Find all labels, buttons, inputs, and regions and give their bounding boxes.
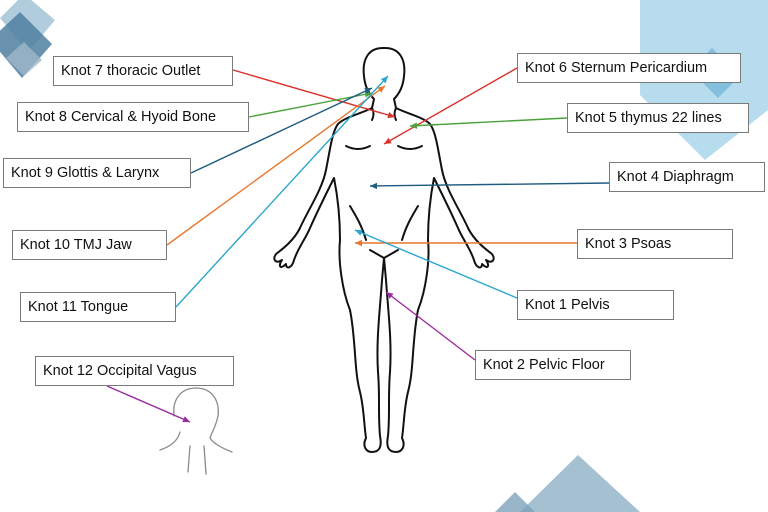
arrow-knot-4 bbox=[370, 183, 609, 189]
arrow-knot-3 bbox=[355, 240, 577, 246]
arrow-knot-2-line bbox=[386, 292, 475, 360]
label-knot-5: Knot 5 thymus 22 lines bbox=[567, 103, 749, 133]
label-knot-7: Knot 7 thoracic Outlet bbox=[53, 56, 233, 86]
label-knot-5-text: Knot 5 thymus 22 lines bbox=[575, 111, 722, 126]
label-knot-3-text: Knot 3 Psoas bbox=[585, 237, 671, 252]
label-knot-1: Knot 1 Pelvis bbox=[517, 290, 674, 320]
label-knot-12: Knot 12 Occipital Vagus bbox=[35, 356, 234, 386]
arrow-knot-3-head bbox=[355, 240, 362, 246]
label-knot-4-text: Knot 4 Diaphragm bbox=[617, 170, 734, 185]
label-knot-7-text: Knot 7 thoracic Outlet bbox=[61, 64, 200, 79]
arrow-knot-2 bbox=[386, 292, 475, 360]
arrow-knot-1 bbox=[355, 230, 517, 298]
label-knot-4: Knot 4 Diaphragm bbox=[609, 162, 765, 192]
arrow-knot-4-head bbox=[370, 183, 377, 189]
arrow-knot-1-line bbox=[355, 230, 517, 298]
arrow-knot-5-line bbox=[410, 118, 567, 126]
label-knot-11-text: Knot 11 Tongue bbox=[28, 300, 128, 315]
arrow-knot-6 bbox=[384, 68, 517, 144]
arrow-knot-12 bbox=[107, 386, 190, 422]
arrow-knot-6-line bbox=[384, 68, 517, 144]
label-knot-6-text: Knot 6 Sternum Pericardium bbox=[525, 61, 707, 76]
arrow-knot-2-head bbox=[386, 292, 394, 299]
label-knot-2-text: Knot 2 Pelvic Floor bbox=[483, 358, 605, 373]
arrow-knot-12-line bbox=[107, 386, 190, 422]
label-knot-9: Knot 9 Glottis & Larynx bbox=[3, 158, 191, 188]
label-knot-8-text: Knot 8 Cervical & Hyoid Bone bbox=[25, 110, 216, 125]
label-knot-3: Knot 3 Psoas bbox=[577, 229, 733, 259]
arrow-knot-4-line bbox=[370, 183, 609, 186]
label-knot-8: Knot 8 Cervical & Hyoid Bone bbox=[17, 102, 249, 132]
label-knot-12-text: Knot 12 Occipital Vagus bbox=[43, 364, 197, 379]
label-knot-11: Knot 11 Tongue bbox=[20, 292, 176, 322]
label-knot-2: Knot 2 Pelvic Floor bbox=[475, 350, 631, 380]
label-knot-1-text: Knot 1 Pelvis bbox=[525, 298, 610, 313]
label-knot-9-text: Knot 9 Glottis & Larynx bbox=[11, 166, 159, 181]
arrow-knot-5 bbox=[410, 118, 567, 129]
label-knot-10-text: Knot 10 TMJ Jaw bbox=[20, 238, 132, 253]
label-knot-6: Knot 6 Sternum Pericardium bbox=[517, 53, 741, 83]
label-knot-10: Knot 10 TMJ Jaw bbox=[12, 230, 167, 260]
